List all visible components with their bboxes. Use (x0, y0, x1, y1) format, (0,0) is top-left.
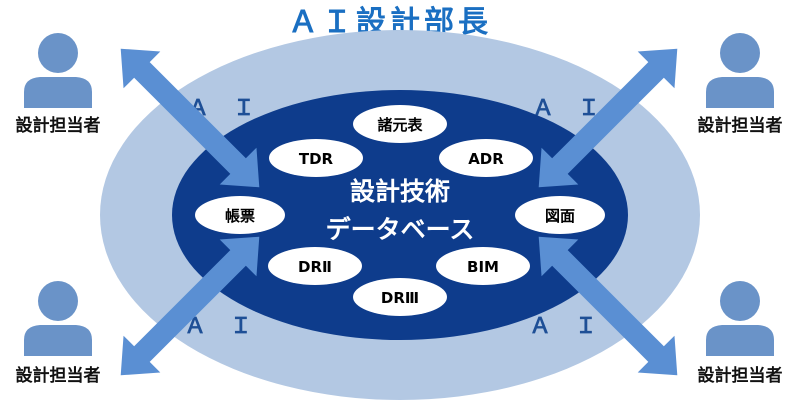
person-icon (24, 33, 92, 108)
double-arrow-icon (120, 48, 260, 188)
person-top-left: 設計担当者 (16, 33, 101, 136)
person-icon (24, 281, 92, 356)
node-tdr-label: TDR (299, 150, 334, 168)
node-adr-label: ADR (468, 150, 504, 168)
node-bim: BIM (436, 247, 530, 285)
node-bim-label: BIM (467, 258, 499, 276)
node-chohyo: 帳票 (195, 196, 285, 234)
person-label-top-right: 設計担当者 (698, 115, 783, 136)
node-dr2-label: DRⅡ (298, 258, 332, 276)
node-shogenhyo-label: 諸元表 (377, 116, 423, 134)
ai-label-bottom-right: Ａ Ｉ (529, 314, 605, 339)
node-chohyo-label: 帳票 (225, 207, 255, 225)
node-dr3: DRⅢ (353, 278, 447, 316)
double-arrow-icon (538, 48, 678, 188)
node-adr: ADR (439, 139, 533, 177)
person-icon (706, 33, 774, 108)
person-label-top-left: 設計担当者 (16, 115, 101, 136)
node-dr2: DRⅡ (268, 247, 362, 285)
center-title-line1: 設計技術 (350, 177, 450, 206)
double-arrow-icon (538, 236, 678, 376)
node-zumen-label: 図面 (545, 207, 575, 225)
ai-label-top-right: Ａ Ｉ (532, 96, 608, 121)
person-icon (706, 281, 774, 356)
node-zumen: 図面 (515, 196, 605, 234)
person-top-right: 設計担当者 (698, 33, 783, 136)
node-dr3-label: DRⅢ (381, 289, 419, 307)
ai-label-bottom-left: Ａ Ｉ (184, 314, 260, 339)
person-bottom-right: 設計担当者 (698, 281, 783, 386)
person-label-bottom-left: 設計担当者 (16, 365, 101, 386)
center-title-line2: データベース (326, 215, 475, 244)
double-arrow-icon (120, 236, 260, 376)
person-label-bottom-right: 設計担当者 (698, 365, 783, 386)
node-tdr: TDR (269, 139, 363, 177)
person-bottom-left: 設計担当者 (16, 281, 101, 386)
node-shogenhyo: 諸元表 (353, 105, 447, 143)
